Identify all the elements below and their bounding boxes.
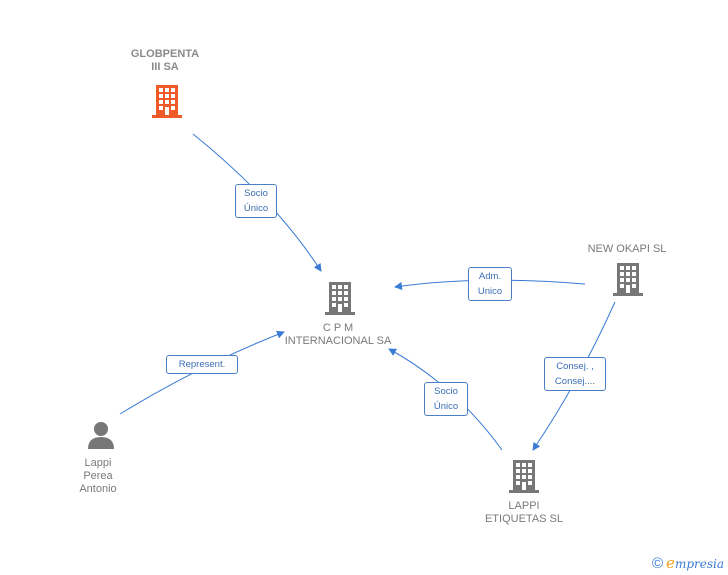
person-icon[interactable] [86, 420, 116, 450]
empresia-logo: empresia [666, 554, 724, 572]
node-label-cpm[interactable]: C P M INTERNACIONAL SA [284, 322, 392, 347]
edge-label-person-cpm: Represent. [166, 355, 238, 374]
edge-label-globpenta-cpm: Socio Único [235, 184, 277, 218]
building-icon[interactable] [324, 280, 356, 316]
edge-label-etiquetas-cpm: Socio Único [424, 382, 468, 416]
copyright-symbol: © [651, 554, 664, 572]
empresia-brand[interactable]: © empresia [652, 554, 724, 572]
node-label-lappi-person[interactable]: Lappi Perea Antonio [79, 457, 117, 495]
node-label-lappi-etiquetas[interactable]: LAPPI ETIQUETAS SL [484, 500, 564, 525]
building-icon[interactable] [508, 458, 540, 494]
node-label-newokapi[interactable]: NEW OKAPI SL [587, 243, 667, 255]
building-icon[interactable] [151, 83, 183, 119]
building-icon[interactable] [612, 261, 644, 297]
node-label-globpenta[interactable]: GLOBPENTA III SA [130, 48, 200, 73]
edge-label-newokapi-etiquetas: Consej. , Consej.... [544, 357, 606, 391]
edge-label-newokapi-cpm: Adm. Unico [468, 267, 512, 301]
